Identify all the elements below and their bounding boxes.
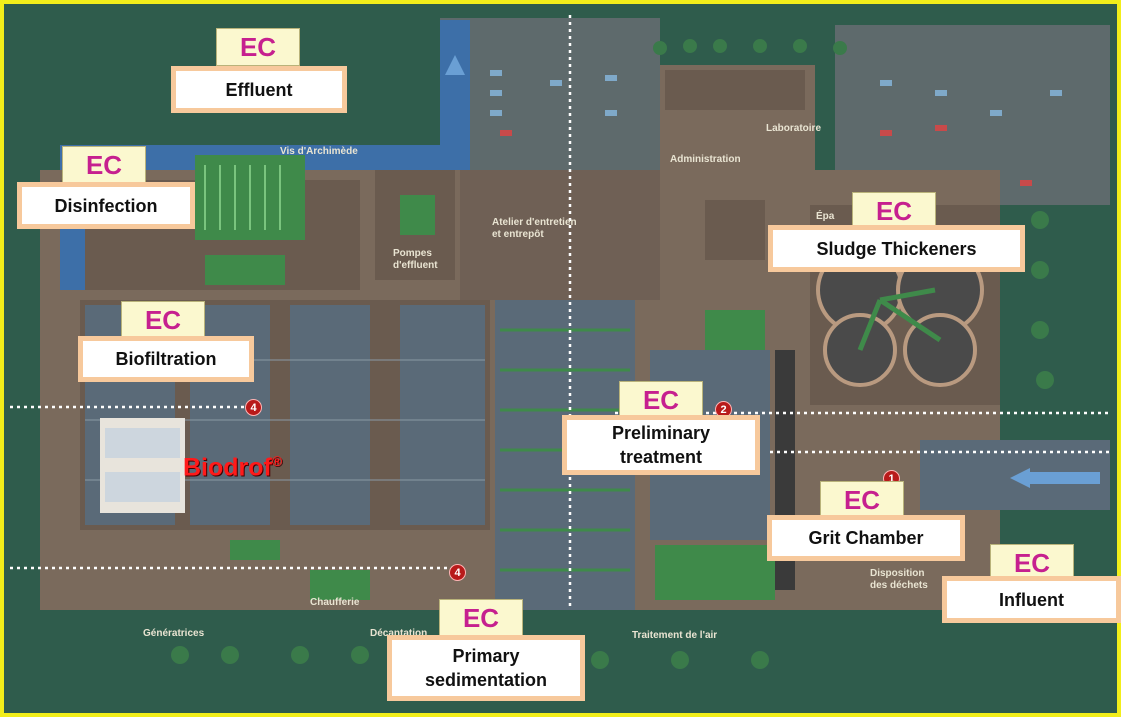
map-label-pompes: Pompes d'effluent [393,248,438,271]
map-label-generatrices: Génératrices [143,628,205,639]
map-label-disposition: Disposition des déchets [870,568,928,591]
label-biofiltration: Biofiltration [78,336,254,382]
biodrof-name: Biodrof [183,453,272,482]
label-disinfection: Disinfection [17,182,195,229]
map-label-traitement-air: Traitement de l'air [632,630,718,641]
ec-badge-disinfection: EC [62,146,146,184]
ec-badge-primary-sedimentation: EC [439,599,523,637]
label-grit-chamber: Grit Chamber [767,515,965,561]
label-sludge-thickeners: Sludge Thickeners [768,225,1025,272]
map-label-vis-archimede: Vis d'Archimède [280,146,358,157]
map-label-chaufferie: Chaufferie [310,597,360,608]
flow-marker-4-upper: 4 [245,399,262,416]
map-label-atelier: Atelier d'entretien et entrepôt [492,217,577,240]
label-primary-sedimentation: Primary sedimentation [387,635,585,701]
map-label-epais: Épa [816,211,835,222]
ec-badge-influent: EC [990,544,1074,582]
ec-badge-effluent: EC [216,28,300,66]
biodrof-registered-mark: ® [271,453,283,469]
biodrof-brand: Biodrof® [183,453,282,482]
label-preliminary-treatment: Preliminary treatment [562,415,760,475]
flow-marker-4-lower: 4 [449,564,466,581]
map-label-laboratoire: Laboratoire [766,123,822,134]
ec-badge-preliminary-treatment: EC [619,381,703,419]
label-effluent: Effluent [171,66,347,113]
map-label-administration: Administration [670,154,741,165]
ec-badge-grit-chamber: EC [820,481,904,519]
ec-badge-biofiltration: EC [121,301,205,339]
label-influent: Influent [942,576,1121,623]
map-label-decantation: Décantation [370,628,428,639]
